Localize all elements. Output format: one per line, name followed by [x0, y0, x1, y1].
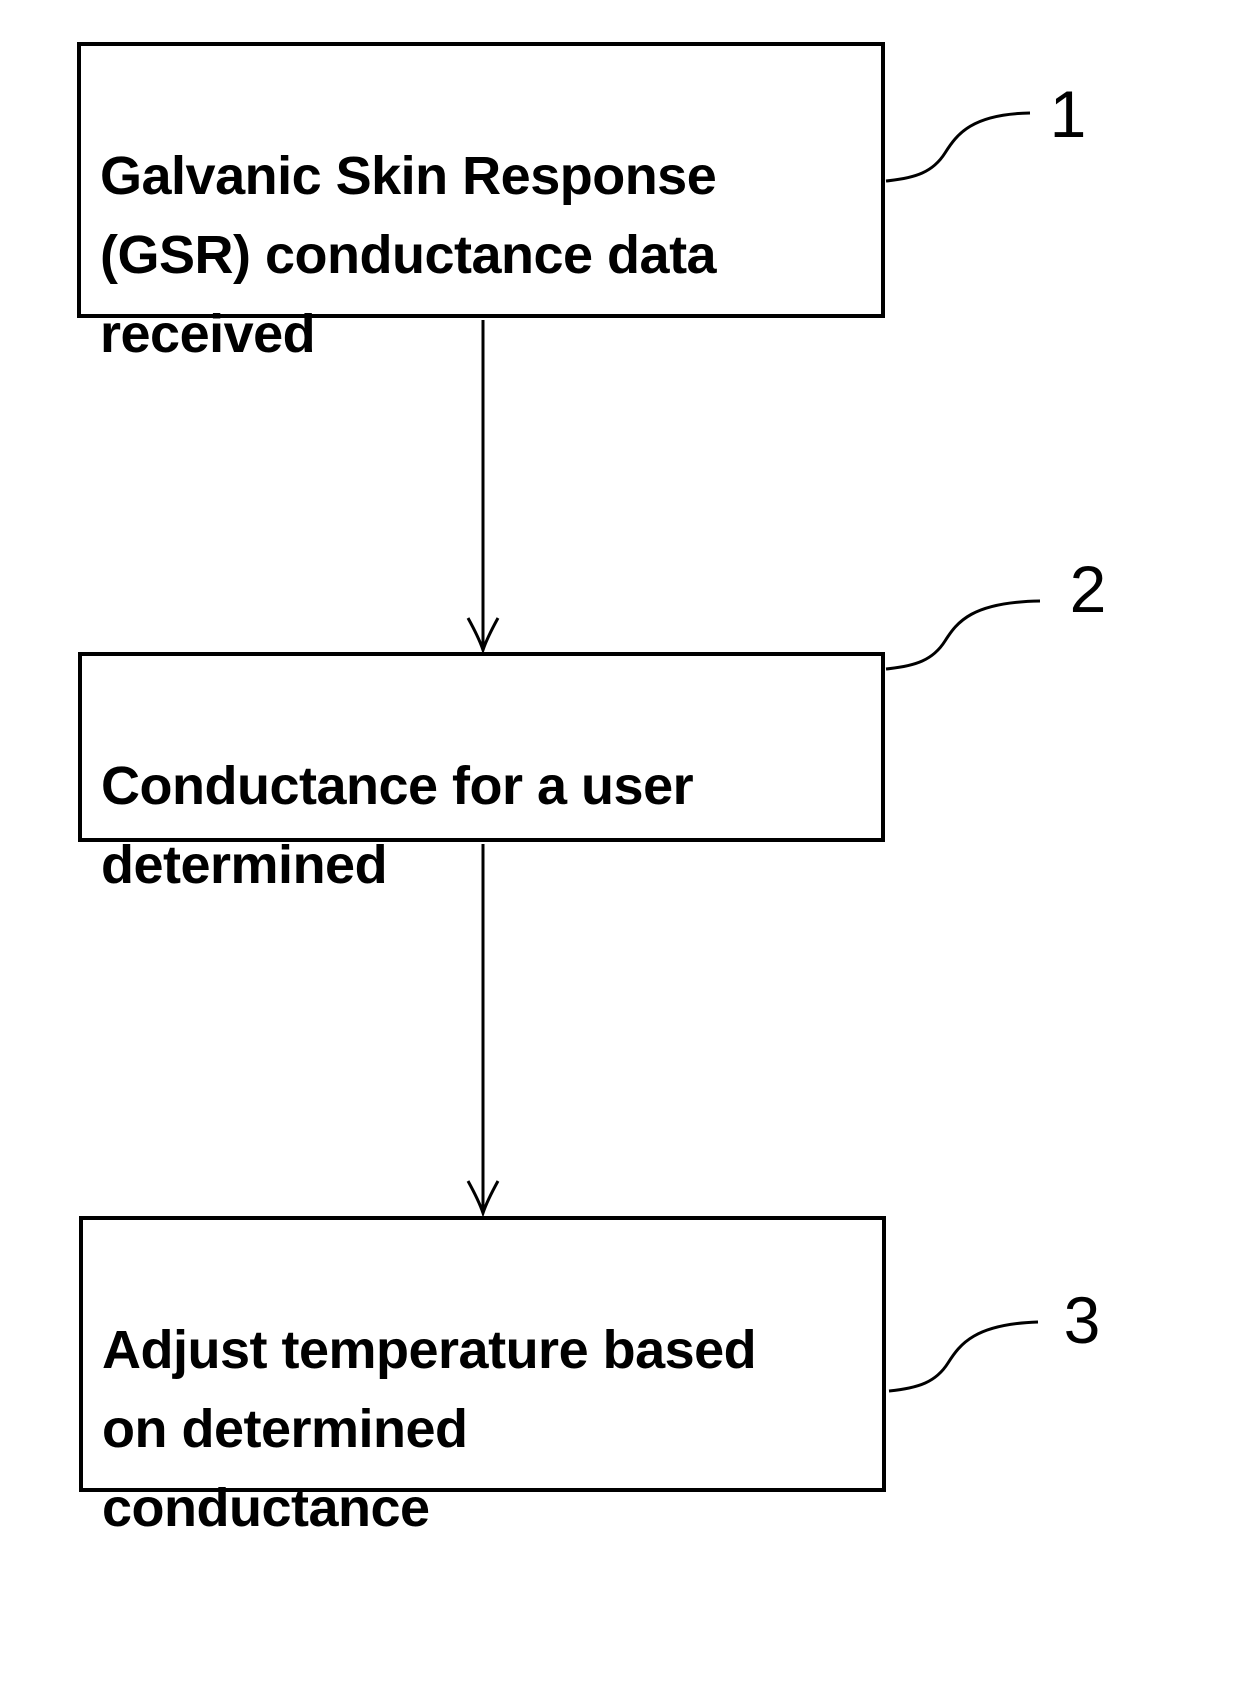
- flow-arrow-1-head-icon: [466, 617, 500, 655]
- step-box-conductance-determined: Conductance for a user determined: [78, 652, 885, 895]
- flow-arrow-2-head-icon: [466, 1180, 500, 1218]
- step-box-gsr-data-received-label: Galvanic Skin Response (GSR) conductance…: [100, 146, 717, 364]
- leader-line-2: [885, 599, 1041, 671]
- leader-line-3: [888, 1320, 1039, 1393]
- step-box-adjust-temperature-label: Adjust temperature based on determined c…: [102, 1320, 757, 1538]
- step-box-conductance-determined-label: Conductance for a user determined: [101, 756, 694, 895]
- step-box-gsr-data-received: Galvanic Skin Response (GSR) conductance…: [77, 42, 885, 364]
- ref-numeral-3: 3: [1063, 1283, 1101, 1357]
- ref-numeral-2: 2: [1069, 552, 1107, 626]
- leader-line-1: [885, 111, 1031, 183]
- step-box-adjust-temperature: Adjust temperature based on determined c…: [79, 1216, 886, 1538]
- ref-numeral-1: 1: [1049, 77, 1087, 151]
